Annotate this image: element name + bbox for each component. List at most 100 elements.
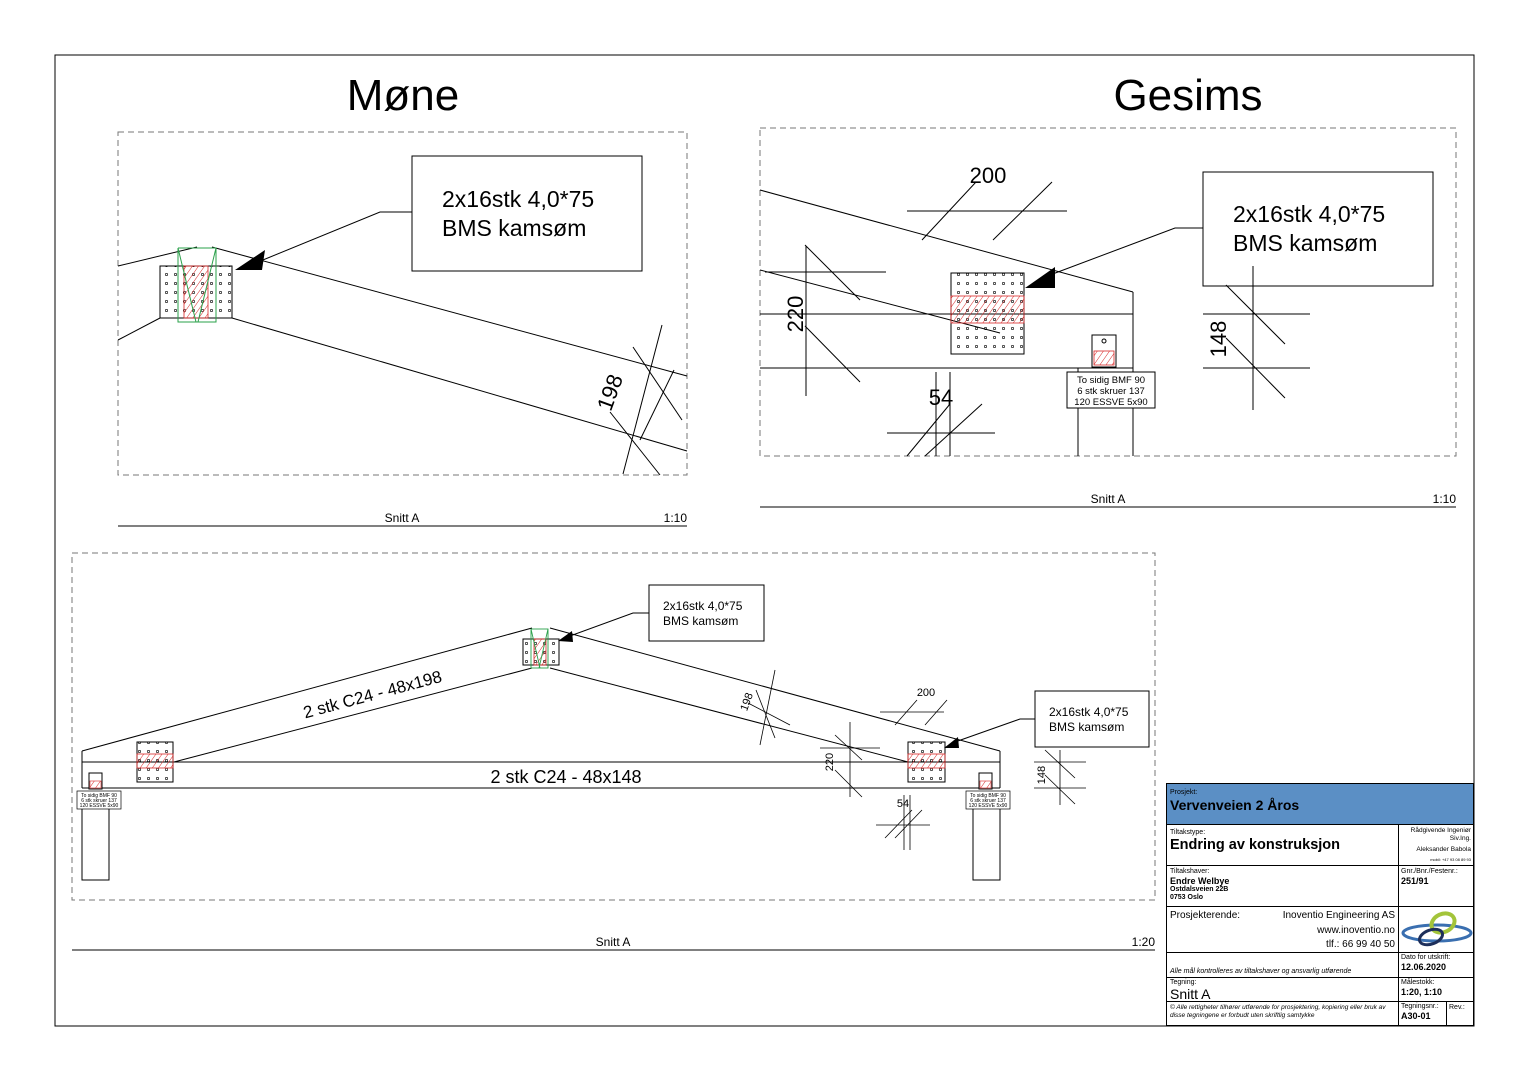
overview-bracket-note-right-box [965, 790, 1011, 810]
mone-caption: Snitt A [385, 511, 420, 525]
prosjekterende-tlf: tlf.: 66 99 40 50 [1326, 939, 1395, 950]
overview-rafter-left-top [81, 627, 533, 752]
tegning-label: Tegning: [1170, 979, 1197, 986]
overview-dim-54: 54 [897, 798, 909, 810]
overview-bracket-note-right-1: To sidig BMF 90 [970, 793, 1006, 799]
tiltakshaver-addr1: Ostdalsveien 22B [1170, 886, 1229, 893]
mone-callout-line2: BMS kamsøm [442, 215, 586, 241]
rev-cell: Rev.: [1447, 1001, 1473, 1025]
overview-callout-right-2: BMS kamsøm [1049, 720, 1124, 734]
malestokk-value: 1:20, 1:10 [1401, 987, 1443, 997]
dato-label: Dato for utskrift: [1401, 954, 1451, 961]
tiltakshaver-cell: Tiltakshaver: Endre Welbye Ostdalsveien … [1167, 865, 1399, 906]
inoventio-logo-icon [1401, 911, 1473, 947]
radgivende-cell: Rådgivende Ingeniør Siv.Ing. Aleksander … [1399, 825, 1473, 865]
overview-callout-top-1: 2x16stk 4,0*75 [663, 599, 743, 613]
dato-value: 12.06.2020 [1401, 962, 1447, 972]
overview-scale: 1:20 [1132, 935, 1156, 949]
mone-dim-lines [609, 324, 683, 476]
gnr-value: 251/91 [1401, 876, 1429, 886]
gesims-bracket-hatch [1093, 350, 1115, 366]
project-label: Prosjekt: [1170, 789, 1198, 796]
gesims-dim-lines [765, 181, 1310, 457]
overview-eave-hatch-right [907, 753, 946, 769]
gesims-callout-box [1202, 171, 1434, 287]
prosjekterende-firm: Inoventio Engineering AS [1282, 910, 1395, 921]
overview-rafter-left-bottom [173, 667, 533, 763]
gesims-bracket-note-2: 6 stk skruer 137 [1077, 386, 1145, 397]
malestokk-cell: Målestokk: 1:20, 1:10 [1399, 977, 1473, 1001]
mone-leader-line [257, 211, 412, 263]
gesims-caption: Snitt A [1091, 492, 1126, 506]
note-cell: Alle mål kontrolleres av tiltakshaver og… [1167, 952, 1399, 977]
overview-caption: Snitt A [596, 935, 631, 949]
overview-arrow-top [558, 631, 573, 642]
tiltakstype-value: Endring av konstruksjon [1170, 837, 1340, 853]
malestokk-label: Målestokk: [1401, 979, 1435, 986]
overview-bracket-hatch-left [89, 780, 102, 789]
gesims-bracket-note-3: 120 ESSVE 5x90 [1074, 397, 1147, 408]
overview-callout-right-box [1034, 690, 1150, 748]
tiltakshaver-addr2: 0753 Oslo [1170, 894, 1204, 901]
rev-label: Rev.: [1449, 1004, 1465, 1011]
tegningsnr-value: A30-01 [1401, 1011, 1431, 1021]
overview-rafter-right-top [549, 627, 1001, 752]
overview-bracket-note-left-2: 6 stk skruer 137 [81, 798, 117, 804]
overview-ridge-hatch [533, 638, 547, 666]
overview-bracket-note-right-2: 6 stk skruer 137 [970, 798, 1006, 804]
mone-dim-198: 198 [592, 371, 628, 414]
tegning-cell: Tegning: Snitt A [1167, 977, 1399, 1002]
radgivende-phone: mobil: +47 93 08 89 93 [1430, 857, 1471, 862]
tegningsnr-label: Tegningsnr.: [1401, 1003, 1439, 1010]
tiltakstype-cell: Tiltakstype: Endring av konstruksjon [1167, 825, 1399, 865]
overview-ridge-bracket [530, 628, 549, 669]
gesims-callout-line1: 2x16stk 4,0*75 [1233, 201, 1385, 227]
overview-wall-right [972, 807, 1001, 881]
tiltakstype-label: Tiltakstype: [1170, 829, 1206, 836]
mone-rafter-bottom [231, 317, 688, 452]
tegning-value: Snitt A [1170, 986, 1211, 1002]
overview-callout-top-box [648, 584, 765, 642]
project-header: Prosjekt: Vervenveien 2 Åros [1167, 784, 1473, 825]
overview-bracket-note-left-1: To sidig BMF 90 [81, 793, 117, 799]
tegningsnr-cell: Tegningsnr.: A30-01 [1399, 1001, 1447, 1025]
mone-frame [117, 131, 688, 476]
prosjekterende-cell: Prosjekterende: Inoventio Engineering AS… [1167, 906, 1399, 952]
gesims-hatch [950, 295, 1025, 324]
gesims-bracket-note-box [1066, 371, 1156, 409]
overview-dim-148: 148 [1036, 766, 1048, 784]
overview-rafter-label: 2 stk C24 - 48x198 [301, 667, 444, 722]
sheet-border [54, 54, 1475, 1027]
dato-cell: Dato for utskrift: 12.06.2020 [1399, 952, 1473, 977]
gesims-rafter-top [759, 189, 1134, 293]
tiltakshaver-label: Tiltakshaver: [1170, 868, 1210, 875]
mone-scale: 1:10 [664, 511, 688, 525]
mone-view: Møne 2x16stk 4,0*75 BMS kamsøm 198 [117, 71, 688, 527]
mone-arrow-head [235, 250, 265, 270]
overview-eave-hatch-left [136, 753, 174, 769]
gesims-callout-line2: BMS kamsøm [1233, 230, 1377, 256]
gesims-dim-200: 200 [970, 163, 1007, 188]
gesims-frame [759, 127, 1457, 457]
gesims-leader-line [1049, 227, 1203, 276]
radgivende-name: Aleksander Babola [1416, 846, 1471, 853]
gesims-bracket-hole [1101, 338, 1107, 344]
radgivende-label: Rådgivende Ingeniør [1410, 827, 1471, 834]
gesims-dim-148: 148 [1206, 321, 1231, 358]
gesims-scale: 1:10 [1433, 492, 1457, 506]
tiltakshaver-name: Endre Welbye [1170, 876, 1230, 886]
company-logo [1399, 906, 1473, 952]
gesims-dim-220: 220 [783, 296, 808, 333]
title-block: Prosjekt: Vervenveien 2 Åros Tiltakstype… [1166, 783, 1474, 1026]
gesims-title: Gesims [1113, 71, 1262, 120]
copyright-note: © Alle rettigheter tilhører utførende fo… [1170, 1004, 1386, 1019]
control-note: Alle mål kontrolleres av tiltakshaver og… [1170, 968, 1352, 975]
gesims-arrow-head [1025, 267, 1055, 288]
mone-hatch [183, 265, 209, 319]
gesims-dim-54: 54 [929, 385, 953, 410]
overview-bracket-note-left-3: 120 ESSVE 5x90 [80, 803, 119, 809]
overview-dim-200: 200 [917, 687, 935, 699]
overview-dim-220: 220 [824, 753, 836, 771]
mone-callout-line1: 2x16stk 4,0*75 [442, 186, 594, 212]
